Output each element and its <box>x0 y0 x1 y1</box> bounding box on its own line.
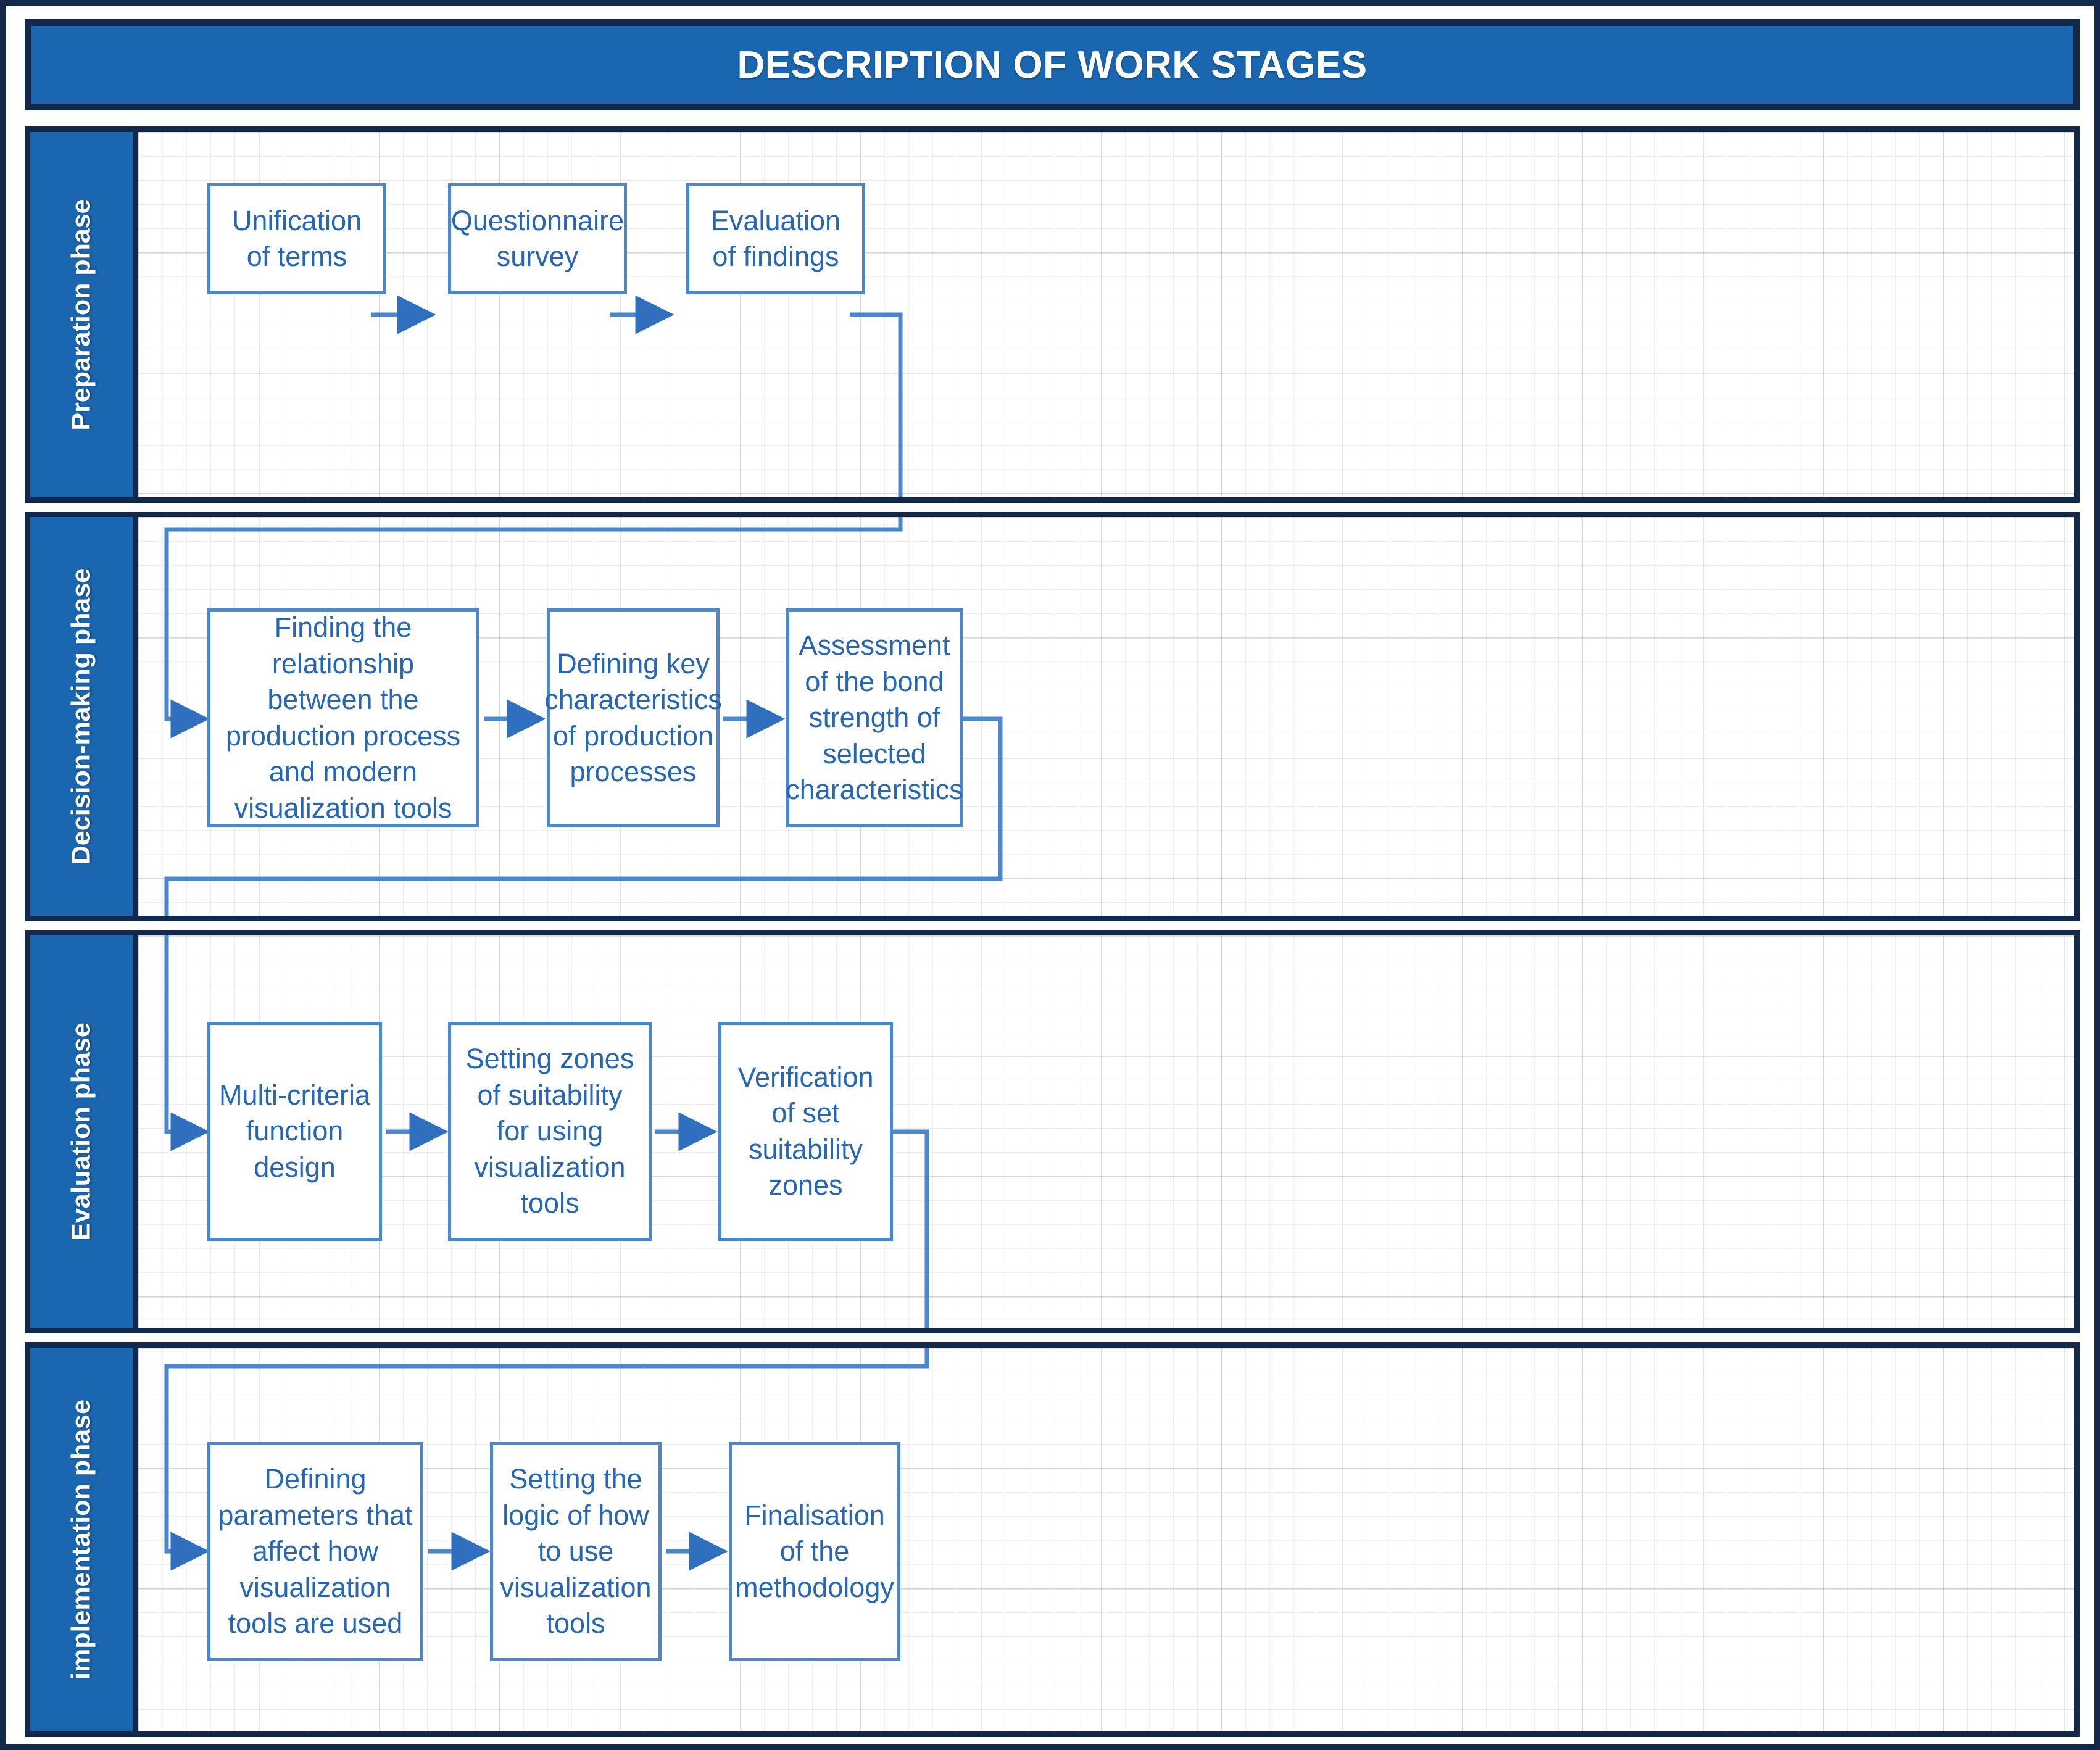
node-label: Setting the logic of how to use visualiz… <box>500 1463 652 1640</box>
process-node-defining-key-characteristics[interactable]: Defining key characteristics of producti… <box>544 608 722 827</box>
node-label: Evaluation of findings <box>710 204 841 273</box>
phase-row-evaluation: Evaluation phase Multi-criteria fu <box>25 930 2080 1333</box>
connector-into-evaluation-phase <box>164 935 210 1151</box>
phase-row-implementation: implementation phase Defining parameters… <box>25 1342 2080 1737</box>
process-node-evaluation-of-findings[interactable]: Evaluation of findings <box>686 183 865 294</box>
phase-label-text: Decision-making phase <box>66 568 96 865</box>
node-label: Defining parameters that affect how visu… <box>218 1463 413 1640</box>
connector-evaluation-to-next-phase <box>850 312 903 497</box>
phase-label-text: implementation phase <box>66 1400 96 1680</box>
node-label: Multi-criteria function design <box>218 1079 371 1183</box>
phase-label-text: Evaluation phase <box>66 1022 96 1241</box>
process-node-setting-zones-of-suitability[interactable]: Setting zones of suitability for using v… <box>448 1022 652 1241</box>
page-title: DESCRIPTION OF WORK STAGES <box>737 43 1367 86</box>
process-node-questionnaire-survey[interactable]: Questionnaire survey <box>448 183 627 294</box>
phase-label-implementation: implementation phase <box>30 1348 138 1731</box>
diagram-header-banner: DESCRIPTION OF WORK STAGES <box>25 19 2080 110</box>
connector-layer-implementation <box>164 1348 929 1571</box>
phase-canvas-implementation: Defining parameters that affect how visu… <box>138 1348 2074 1731</box>
phase-label-decision-making: Decision-making phase <box>30 517 138 916</box>
process-node-finding-the-relationship[interactable]: Finding the relationship between the pro… <box>207 608 479 827</box>
node-label: Finding the relationship between the pro… <box>225 612 461 824</box>
node-label: Assessment of the bond strength of selec… <box>786 629 963 806</box>
phase-canvas-evaluation: Multi-criteria function design Setting z… <box>138 935 2074 1328</box>
connector-layer-preparation <box>371 295 903 497</box>
connector-verification-to-next-phase <box>890 1129 929 1328</box>
process-node-setting-the-logic[interactable]: Setting the logic of how to use visualiz… <box>490 1442 662 1661</box>
phase-row-decision-making: Decision-making phase Finding the <box>25 512 2080 921</box>
connector-layer-evaluation <box>164 935 929 1328</box>
node-label: Questionnaire survey <box>450 204 625 273</box>
phase-canvas-preparation: Unification of terms Questionnaire surve… <box>138 132 2074 497</box>
node-label: Defining key characteristics of producti… <box>544 647 722 788</box>
process-node-defining-parameters[interactable]: Defining parameters that affect how visu… <box>207 1442 423 1661</box>
phase-label-text: Preparation phase <box>66 199 96 431</box>
phase-row-preparation: Preparation phase Unification of terms <box>25 126 2080 503</box>
node-label: Setting zones of suitability for using v… <box>465 1043 634 1219</box>
node-label: Verification of set suitability zones <box>737 1061 874 1201</box>
phase-label-evaluation: Evaluation phase <box>30 935 138 1328</box>
process-node-unification-of-terms[interactable]: Unification of terms <box>207 183 386 294</box>
node-label: Unification of terms <box>231 204 362 273</box>
process-node-finalisation-of-the-methodology[interactable]: Finalisation of the methodology <box>729 1442 900 1661</box>
phase-label-preparation: Preparation phase <box>30 132 138 497</box>
node-label: Finalisation of the methodology <box>735 1499 894 1603</box>
process-node-multi-criteria-function-design[interactable]: Multi-criteria function design <box>207 1022 382 1241</box>
process-node-verification-of-set-suitability-zones[interactable]: Verification of set suitability zones <box>718 1022 893 1241</box>
process-node-assessment-of-bond-strength[interactable]: Assessment of the bond strength of selec… <box>786 608 963 827</box>
phase-canvas-decision-making: Finding the relationship between the pro… <box>138 517 2074 916</box>
